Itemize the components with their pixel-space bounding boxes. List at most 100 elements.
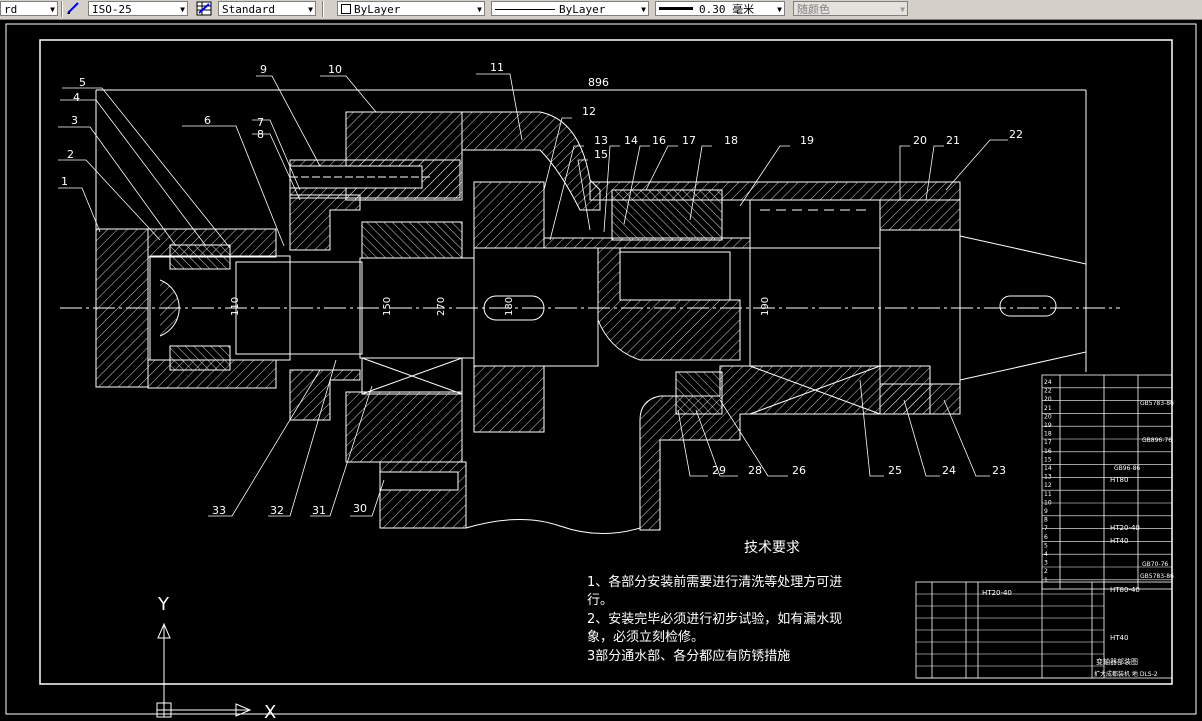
hub (473, 181, 545, 249)
title-block-row-number: 6 (1044, 534, 1048, 541)
balloon-labels-top: 1 2 3 4 5 6 7 8 9 10 11 12 13 14 15 16 1… (61, 61, 1023, 188)
title-block-row-number: 1 (1044, 577, 1048, 584)
chevron-down-icon: ▼ (180, 5, 185, 14)
balloon-24: 24 (942, 464, 956, 477)
top-casing (589, 181, 961, 201)
title-block-row-number: 9 (1044, 508, 1048, 515)
diameter-190: 190 (760, 297, 771, 316)
balloon-13: 13 (594, 134, 608, 147)
title-block-row-number: 13 (1044, 474, 1052, 481)
tb-material-1: HT80 (1110, 476, 1128, 484)
title-block-row-number: 19 (1044, 422, 1052, 429)
balloon-22: 22 (1009, 128, 1023, 141)
balloon-16: 16 (652, 134, 666, 147)
tb-standard-1: GB896-76 (1142, 437, 1172, 444)
leader-lines-bottom (208, 359, 990, 517)
balloon-20: 20 (913, 134, 927, 147)
text-style-dropdown[interactable]: rd▼ (0, 1, 58, 16)
chevron-down-icon: ▼ (477, 5, 482, 14)
diameter-180: 180 (504, 297, 515, 316)
balloon-29: 29 (712, 464, 726, 477)
diameter-150: 150 (382, 297, 393, 316)
bearing-lower (361, 357, 463, 395)
title-block-row-number: 10 (1044, 499, 1052, 506)
small-shaft (149, 255, 291, 361)
flange-web-upper (289, 194, 361, 251)
key-slot (483, 295, 545, 321)
lower-flange (345, 391, 463, 463)
ucs-x-label: X (264, 702, 276, 721)
chevron-down-icon: ▼ (308, 5, 313, 14)
diameter-270: 270 (436, 297, 447, 316)
linetype-preview-icon (495, 9, 555, 10)
title-block-row-number: 11 (1044, 491, 1052, 498)
ucs-y-label: Y (157, 594, 170, 615)
balloon-4: 4 (73, 91, 80, 104)
assembly-section-view[interactable] (60, 89, 1120, 534)
middle-casing (597, 247, 741, 361)
lineweight-control-dropdown[interactable]: 0.30 毫米▼ (655, 1, 785, 16)
bottom-bolt (379, 471, 459, 491)
seal-ring-upper (169, 244, 231, 270)
tb-standard-3: GB5783-86 (1140, 573, 1174, 580)
tb-material-2: HT40 (1110, 537, 1128, 545)
balloon-21: 21 (946, 134, 960, 147)
center-body (473, 247, 599, 367)
bearing-upper (361, 221, 463, 259)
title-block-row-number: 7 (1044, 525, 1048, 532)
title-block-row-number: 20 (1044, 413, 1052, 420)
overall-dim-text: 896 (588, 76, 609, 89)
balloon-8: 8 (257, 128, 264, 141)
chevron-down-icon: ▼ (641, 5, 646, 14)
dimstyle-icon[interactable] (66, 1, 82, 16)
balloon-30: 30 (353, 502, 367, 515)
balloon-5: 5 (79, 76, 86, 89)
title-block-row-number: 4 (1044, 551, 1048, 558)
table-style-dropdown[interactable]: Standard▼ (218, 1, 316, 16)
tablestyle-icon[interactable] (196, 1, 212, 16)
title-block-row-number: 18 (1044, 431, 1052, 438)
leader-lines-top (58, 73, 1008, 249)
title-block-row-number: 17 (1044, 439, 1052, 446)
notes-line-1: 1、各部分安装前需要进行清洗等处理方可进 (587, 575, 843, 590)
balloon-25: 25 (888, 464, 902, 477)
balloon-14: 14 (624, 134, 638, 147)
linetype-control-dropdown[interactable]: ByLayer▼ (491, 1, 649, 16)
notes-title: 技术要求 (744, 540, 800, 556)
drawing-canvas[interactable]: 896 110 150 270 180 190 1 2 3 4 5 6 7 8 … (0, 19, 1202, 721)
balloon-11: 11 (490, 61, 504, 74)
chevron-down-icon: ▼ (900, 5, 905, 14)
outer-sheet-border (5, 23, 1197, 715)
balloon-19: 19 (800, 134, 814, 147)
chevron-down-icon: ▼ (50, 5, 55, 14)
balloon-labels-bottom: 33 32 31 30 29 28 26 25 24 23 (212, 464, 1006, 517)
tb-standard-0: GB5783-86 (1140, 400, 1174, 407)
tb-standard-4: GB96-86 (1114, 465, 1140, 472)
tb-standard-2: GB70-76 (1142, 561, 1168, 568)
title-block-row-number: 5 (1044, 542, 1048, 549)
balloon-3: 3 (71, 114, 78, 127)
title-block-row-number: 12 (1044, 482, 1052, 489)
shaft-journal (235, 261, 363, 355)
diameter-110: 110 (230, 297, 241, 316)
dim-style-dropdown[interactable]: ISO-25▼ (88, 1, 188, 16)
toolbar-separator (322, 1, 324, 17)
balloon-17: 17 (682, 134, 696, 147)
lineweight-preview-icon (659, 7, 693, 10)
chevron-down-icon: ▼ (777, 5, 782, 14)
title-block-row-number: 22 (1044, 388, 1052, 395)
plotstyle-control-dropdown: 随颜色▼ (793, 1, 908, 16)
balloon-32: 32 (270, 504, 284, 517)
tb-name: 变轴器部装图 (1096, 657, 1138, 666)
title-block-row-number: 3 (1044, 560, 1048, 567)
color-control-dropdown[interactable]: ByLayer▼ (337, 1, 485, 16)
right-housing-upper (879, 199, 961, 231)
balloon-12: 12 (582, 105, 596, 118)
balloon-33: 33 (212, 504, 226, 517)
title-block-row-number: 15 (1044, 456, 1052, 463)
balloon-26: 26 (792, 464, 806, 477)
tb-material-4: HT40 (1110, 634, 1128, 642)
tb-material-0: HT20-40 (982, 589, 1012, 597)
balloon-9: 9 (260, 63, 267, 76)
